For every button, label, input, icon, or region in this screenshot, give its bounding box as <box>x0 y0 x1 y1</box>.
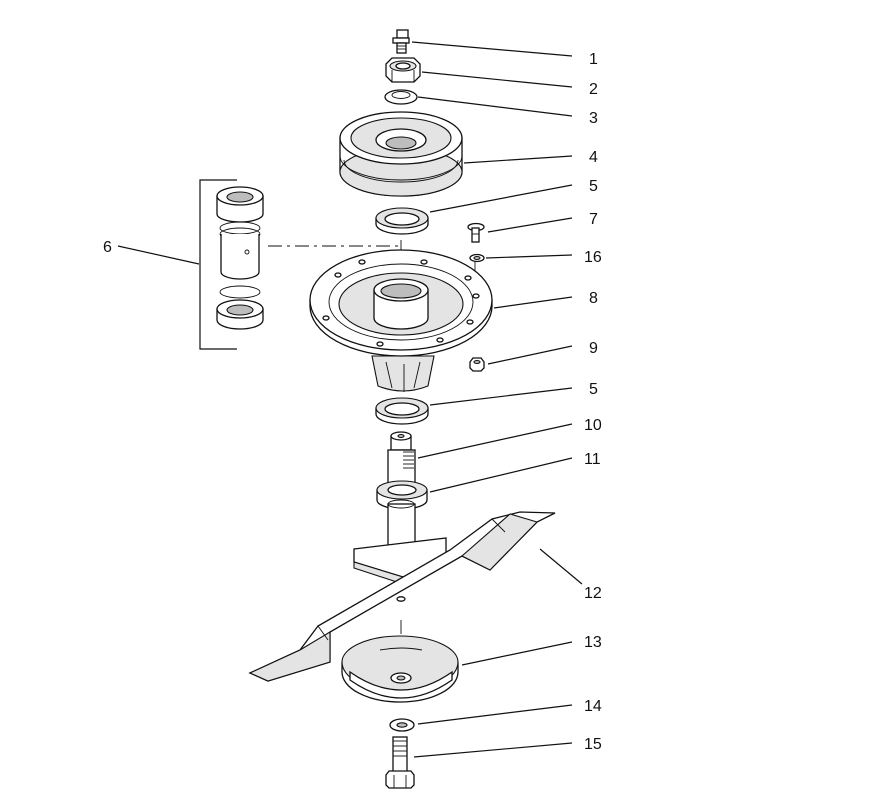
callout-9: 9 <box>589 340 598 357</box>
part-pulley <box>339 111 463 197</box>
callout-12: 12 <box>584 585 602 602</box>
callout-13: 13 <box>584 634 602 651</box>
part-carriage-bolt <box>467 222 485 243</box>
part-small-nut <box>469 357 485 372</box>
callout-5-upper: 5 <box>589 178 598 195</box>
callout-labels: 1 2 3 4 5 6 7 16 8 9 5 10 11 12 13 14 15 <box>103 51 602 753</box>
callout-5-lower: 5 <box>589 381 598 398</box>
part-washer-lower <box>389 718 415 732</box>
part-lock-washer <box>469 253 485 263</box>
part-washer-top <box>384 89 418 105</box>
callout-10: 10 <box>584 417 602 434</box>
part-bearing-upper <box>375 207 429 235</box>
callout-7: 7 <box>589 211 598 228</box>
part-blade <box>248 511 556 682</box>
callout-2: 2 <box>589 81 598 98</box>
callout-14: 14 <box>584 698 602 715</box>
part-hex-bolt <box>385 736 415 789</box>
callout-15: 15 <box>584 736 602 753</box>
leader-lines <box>117 41 583 758</box>
callout-3: 3 <box>589 110 598 127</box>
callout-8: 8 <box>589 290 598 307</box>
callout-11: 11 <box>584 451 601 468</box>
callout-16: 16 <box>584 249 602 266</box>
part-blade-dish <box>341 635 459 703</box>
callout-4: 4 <box>589 149 598 166</box>
part-bearing-assembly <box>199 179 264 350</box>
part-shaft-collar <box>376 480 428 555</box>
part-spindle-shaft <box>387 431 416 489</box>
part-hex-nut <box>385 57 421 83</box>
callout-6: 6 <box>103 239 112 256</box>
part-spindle-housing <box>309 249 493 392</box>
part-screw <box>392 29 410 54</box>
part-bearing-lower <box>375 397 429 425</box>
callout-1: 1 <box>589 51 598 68</box>
